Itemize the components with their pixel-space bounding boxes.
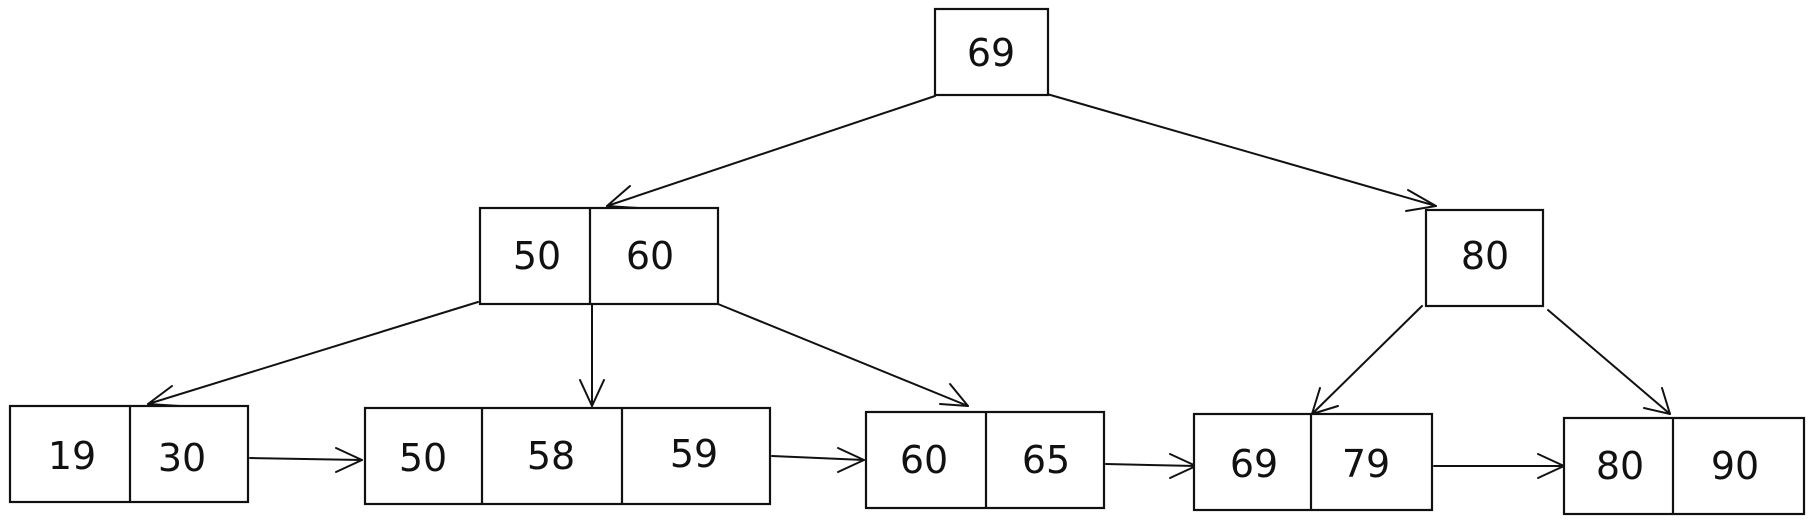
root-key-1: 69: [967, 31, 1015, 75]
edge-internal-left-to-leaf-3: [717, 303, 969, 407]
leaf-5-key-2: 90: [1711, 444, 1759, 488]
leaf-4-key-2: 79: [1342, 442, 1390, 486]
leaf-5-key-1: 80: [1596, 444, 1644, 488]
leaf-2-key-3: 59: [670, 432, 718, 476]
root-node: 69: [933, 7, 1050, 97]
internal-right-key-1: 80: [1461, 234, 1509, 278]
leaf-link-3-4: [1105, 463, 1197, 467]
root-node-box: [933, 7, 1050, 97]
edge-root-to-internal-left: [606, 95, 936, 207]
leaf-link-2-3: [771, 455, 865, 461]
leaf-2-key-1: 50: [399, 436, 447, 480]
arrowhead-leaf-5: [1643, 387, 1671, 415]
leaf-3-key-2: 65: [1022, 438, 1070, 482]
leaf-1-key-2: 30: [158, 436, 206, 480]
edge-internal-left-to-leaf-1: [147, 301, 479, 405]
leaf-link-2-3-head: [837, 447, 865, 473]
arrowhead-leaf-3: [939, 383, 969, 407]
leaf-node-4-box: [1192, 412, 1434, 512]
internal-node-left-box: [478, 206, 720, 306]
leaf-link-1-2-head: [335, 447, 363, 473]
arrowhead-leaf-2: [579, 379, 605, 407]
leaf-1-key-1: 19: [48, 434, 96, 478]
leaf-2-key-2: 58: [527, 434, 575, 478]
leaf-3-key-1: 60: [900, 438, 948, 482]
leaf-node-2-box: [363, 406, 772, 506]
arrowhead-internal-right: [1405, 189, 1437, 212]
internal-left-key-1: 50: [513, 234, 561, 278]
leaf-node-5-box: [1562, 416, 1806, 516]
leaf-link-1-2: [249, 457, 363, 461]
leaf-4-key-1: 69: [1230, 442, 1278, 486]
leaf-node-3: 60 65: [864, 410, 1106, 510]
internal-node-right-box: [1424, 208, 1545, 308]
leaf-node-2: 50 58 59: [363, 406, 772, 506]
internal-left-key-2: 60: [626, 234, 674, 278]
internal-node-right: 80: [1424, 208, 1545, 308]
leaf-node-1: 19 30: [8, 404, 250, 504]
edge-root-to-internal-right: [1046, 93, 1437, 207]
leaf-node-5: 80 90: [1562, 416, 1806, 516]
edge-internal-right-to-leaf-5: [1547, 309, 1671, 415]
internal-node-left: 50 60: [478, 206, 720, 306]
leaf-node-4: 69 79: [1192, 412, 1434, 512]
tree-edges: [147, 93, 1671, 479]
edge-internal-right-to-leaf-4: [1311, 305, 1423, 415]
